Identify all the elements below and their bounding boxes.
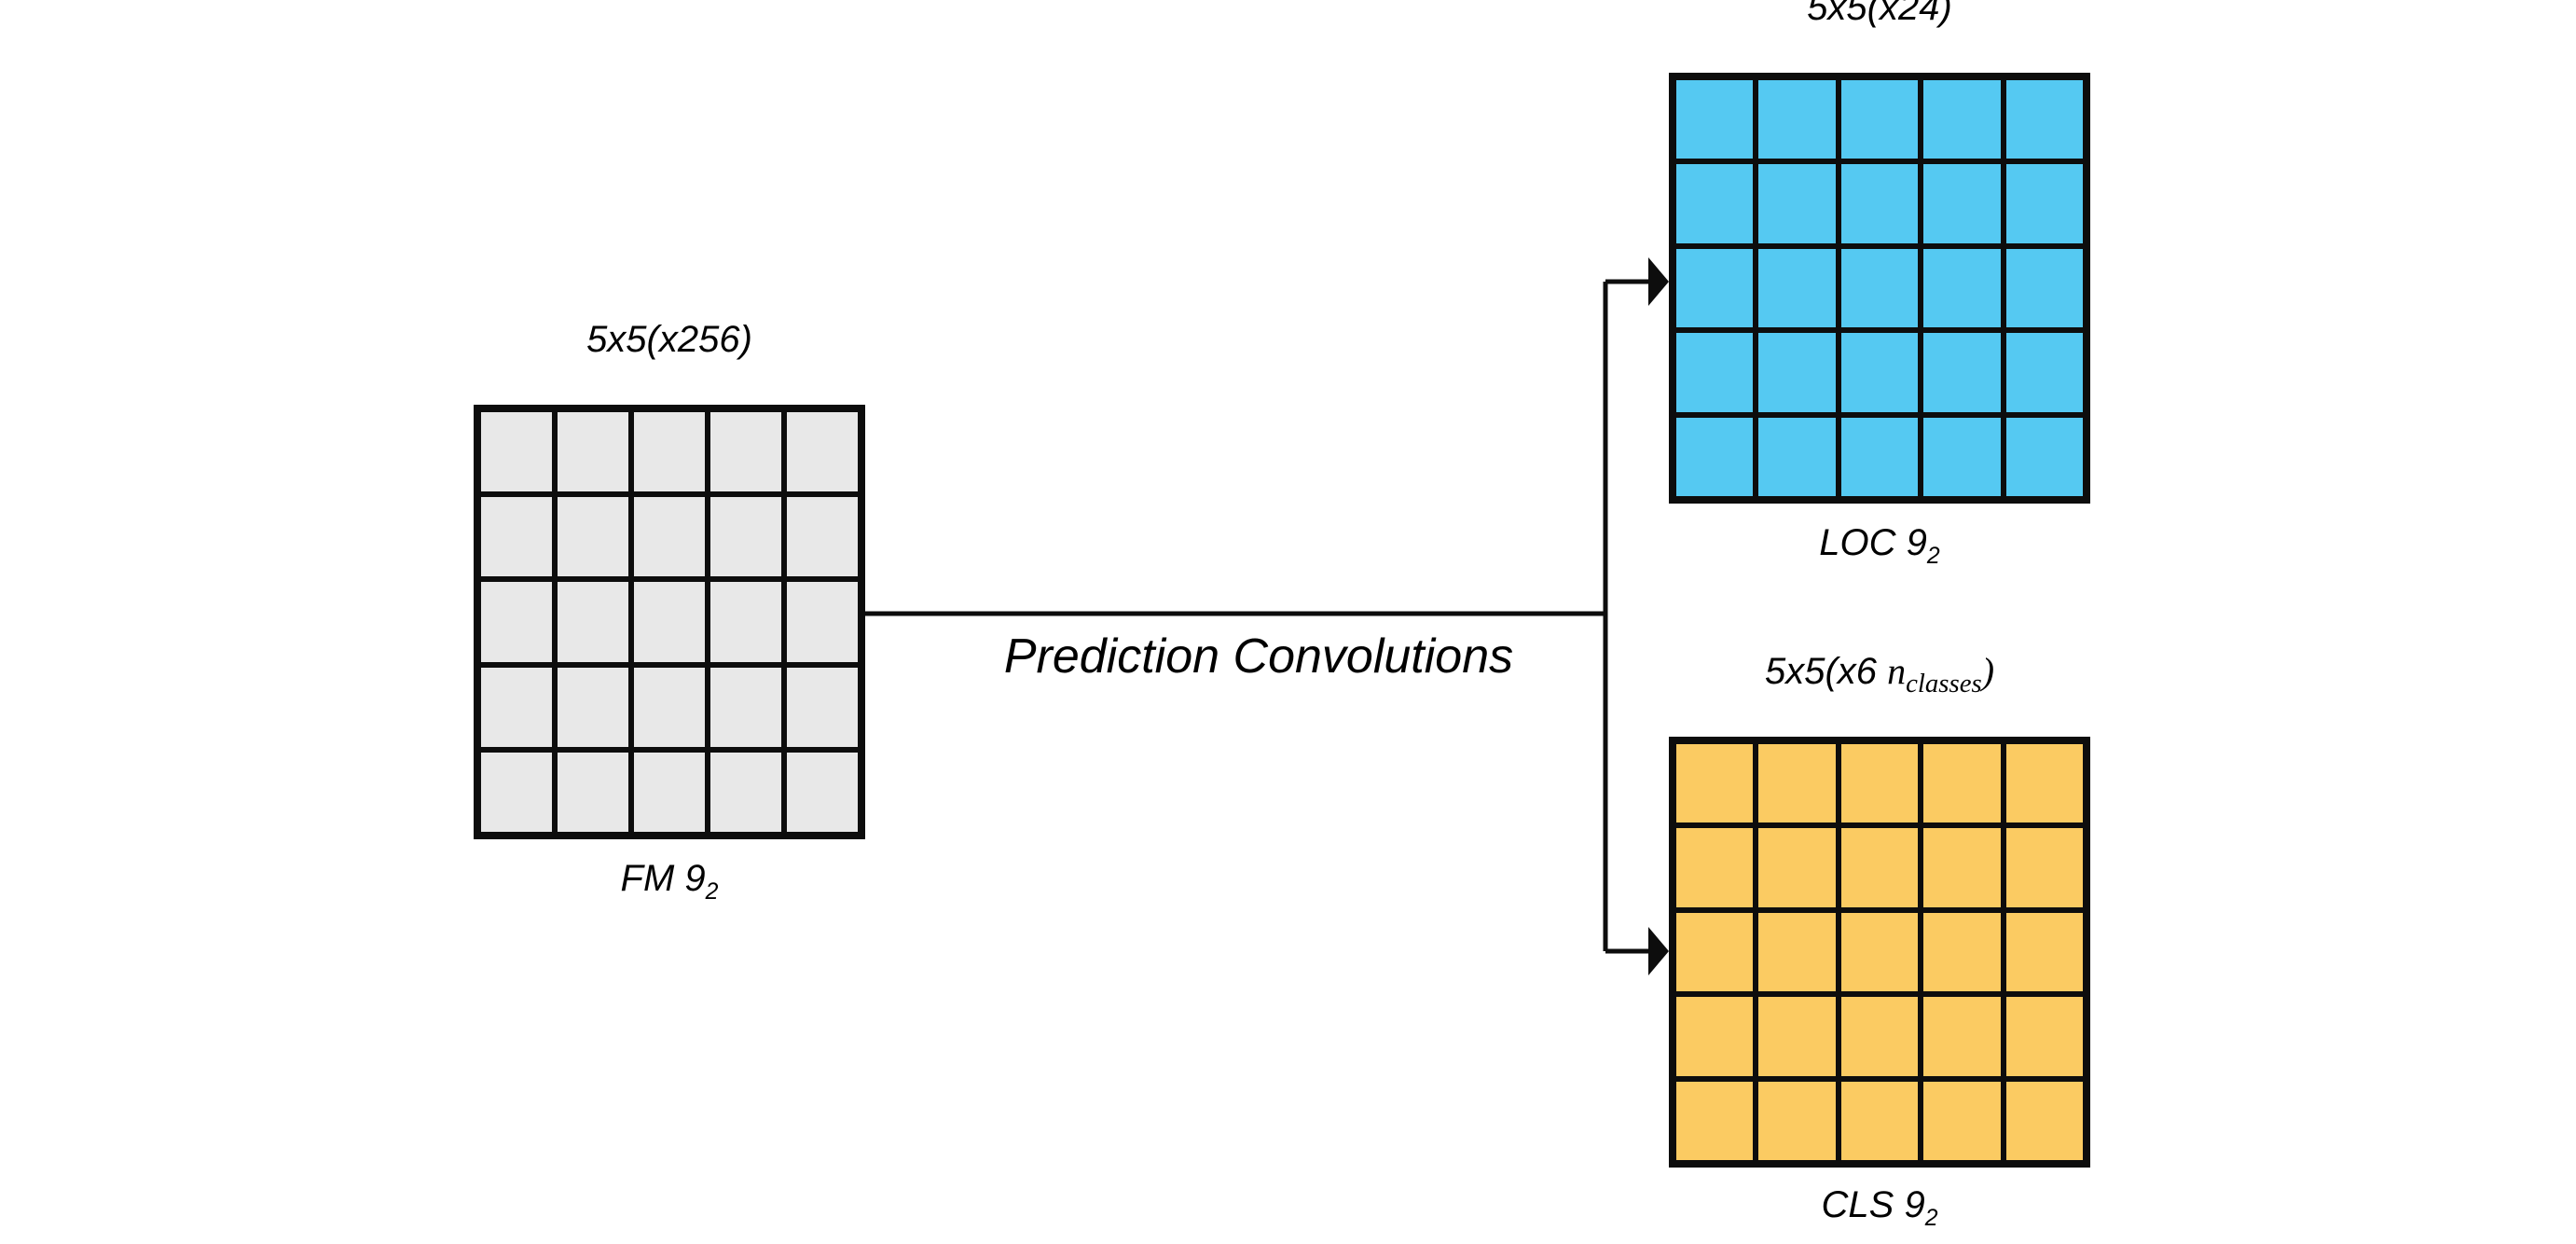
grid-cell xyxy=(1756,77,1839,162)
grid-cell xyxy=(478,494,555,580)
grid-cell xyxy=(2003,909,2086,995)
grid-cell xyxy=(2003,994,2086,1079)
grid-cell xyxy=(1838,741,1922,826)
grid-cell xyxy=(1921,77,2004,162)
grid-cell xyxy=(1756,161,1839,246)
localization-bottom-label-subscript: 2 xyxy=(1926,544,1940,569)
grid-cell xyxy=(1756,994,1839,1079)
grid-cell xyxy=(1838,825,1922,910)
grid-cell xyxy=(1674,741,1756,826)
localization-top-label: 5x5(x24) xyxy=(1807,0,1952,28)
grid-cell xyxy=(1921,414,2004,499)
grid-cell xyxy=(2003,1078,2086,1163)
grid-cell xyxy=(1674,414,1756,499)
grid-cell xyxy=(1756,1078,1839,1163)
grid-cell xyxy=(2003,161,2086,246)
prediction-convolutions-label: Prediction Convolutions xyxy=(1003,629,1514,684)
localization-bottom-label: LOC 92 xyxy=(1669,524,2090,569)
classification-top-label-suffix: ) xyxy=(1981,650,1995,692)
grid-cell xyxy=(2003,741,2086,826)
grid-cell xyxy=(1674,909,1756,995)
grid-cell xyxy=(1921,330,2004,415)
grid-cell xyxy=(708,579,784,665)
grid-cell xyxy=(1921,245,2004,331)
grid-cell xyxy=(1838,161,1922,246)
grid-cell xyxy=(2003,825,2086,910)
classification-grid xyxy=(1669,737,2090,1168)
grid-cell xyxy=(708,409,784,495)
grid-cell xyxy=(2003,245,2086,331)
grid-cell xyxy=(2003,330,2086,415)
feature-map-grid xyxy=(474,405,865,839)
grid-cell xyxy=(2003,414,2086,499)
grid-cell xyxy=(1838,414,1922,499)
grid-cell xyxy=(1756,414,1839,499)
grid-cell xyxy=(1674,245,1756,331)
grid-cell xyxy=(478,664,555,750)
grid-cell xyxy=(784,579,861,665)
grid-cell xyxy=(1674,1078,1756,1163)
grid-cell xyxy=(784,664,861,750)
grid-cell xyxy=(1921,161,2004,246)
grid-cell xyxy=(784,494,861,580)
grid-cell xyxy=(1674,77,1756,162)
grid-cell xyxy=(555,749,631,835)
grid-cell xyxy=(1838,909,1922,995)
grid-cell xyxy=(1921,1078,2004,1163)
grid-cell xyxy=(1921,909,2004,995)
grid-cell xyxy=(631,409,708,495)
localization-bottom-label-text: LOC 9 xyxy=(1819,522,1927,563)
grid-cell xyxy=(1838,994,1922,1079)
classification-top-label-var: n xyxy=(1887,650,1907,692)
classification-top-label-subscript: classes xyxy=(1906,669,1982,698)
grid-cell xyxy=(1674,330,1756,415)
grid-cell xyxy=(784,749,861,835)
grid-cell xyxy=(1674,825,1756,910)
grid-cell xyxy=(478,579,555,665)
grid-cell xyxy=(555,664,631,750)
grid-cell xyxy=(555,494,631,580)
grid-cell xyxy=(1921,741,2004,826)
grid-cell xyxy=(478,409,555,495)
grid-cell xyxy=(1756,909,1839,995)
feature-map-bottom-label: FM 92 xyxy=(474,860,865,905)
classification-bottom-label: CLS 92 xyxy=(1669,1186,2090,1231)
grid-cell xyxy=(784,409,861,495)
grid-cell xyxy=(1838,245,1922,331)
feature-map-bottom-label-text: FM 9 xyxy=(620,858,706,899)
classification-bottom-label-subscript: 2 xyxy=(1924,1206,1938,1231)
localization-grid xyxy=(1669,73,2090,504)
grid-cell xyxy=(631,494,708,580)
grid-cell xyxy=(1921,825,2004,910)
grid-cell xyxy=(555,409,631,495)
classification-bottom-label-text: CLS 9 xyxy=(1821,1184,1925,1225)
grid-cell xyxy=(631,749,708,835)
arrowhead-cls-icon xyxy=(1648,927,1669,975)
grid-cell xyxy=(1756,741,1839,826)
feature-map-bottom-label-subscript: 2 xyxy=(705,879,719,905)
feature-map-top-label: 5x5(x256) xyxy=(586,319,752,360)
grid-cell xyxy=(1921,994,2004,1079)
grid-cell xyxy=(708,664,784,750)
grid-cell xyxy=(1674,161,1756,246)
grid-cell xyxy=(1674,994,1756,1079)
grid-cell xyxy=(1838,330,1922,415)
classification-top-label: 5x5(x6 nclasses) xyxy=(1585,653,2174,698)
grid-cell xyxy=(555,579,631,665)
grid-cell xyxy=(1838,77,1922,162)
grid-cell xyxy=(478,749,555,835)
grid-cell xyxy=(631,664,708,750)
grid-cell xyxy=(1756,825,1839,910)
grid-cell xyxy=(708,749,784,835)
grid-cell xyxy=(2003,77,2086,162)
grid-cell xyxy=(708,494,784,580)
classification-top-label-prefix: 5x5(x6 xyxy=(1764,651,1888,692)
grid-cell xyxy=(1838,1078,1922,1163)
arrowhead-loc-icon xyxy=(1648,257,1669,306)
grid-cell xyxy=(631,579,708,665)
grid-cell xyxy=(1756,330,1839,415)
grid-cell xyxy=(1756,245,1839,331)
